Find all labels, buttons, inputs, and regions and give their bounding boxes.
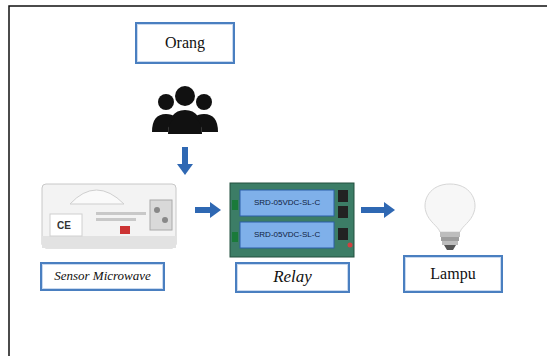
arrow-head	[210, 202, 221, 218]
arrow-head	[384, 202, 395, 218]
label-box: Orang	[135, 22, 235, 64]
flow-arrow	[361, 202, 395, 218]
mark-text: CE	[57, 221, 71, 231]
arrow-shaft	[361, 207, 385, 213]
relay-part-number: SRD-05VDC-SL-C	[254, 231, 320, 239]
flow-arrow	[195, 202, 221, 218]
arrow-shaft	[195, 207, 211, 213]
arrow-head	[177, 164, 193, 175]
flow-arrow	[177, 147, 193, 175]
label-box: Relay	[235, 262, 350, 293]
microwave-sensor-illustration	[42, 184, 176, 248]
node-label: Lampu	[430, 265, 475, 283]
arrow-shaft	[182, 147, 188, 165]
relay-module-illustration	[230, 183, 354, 257]
node-label: Orang	[165, 34, 205, 52]
sensor-node: Sensor Microwave	[36, 178, 192, 294]
people-icon	[152, 86, 218, 134]
label-box: Sensor Microwave	[40, 262, 165, 291]
label-box: Lampu	[403, 255, 503, 293]
node-label: Relay	[273, 268, 312, 287]
relay-part-number: SRD-05VDC-SL-C	[254, 199, 320, 207]
light-bulb-illustration	[425, 184, 475, 250]
lamp-node: Lampu	[398, 178, 508, 296]
frame-border	[9, 6, 547, 356]
node-label: Sensor Microwave	[54, 269, 151, 283]
person-node: Orang	[125, 16, 245, 144]
